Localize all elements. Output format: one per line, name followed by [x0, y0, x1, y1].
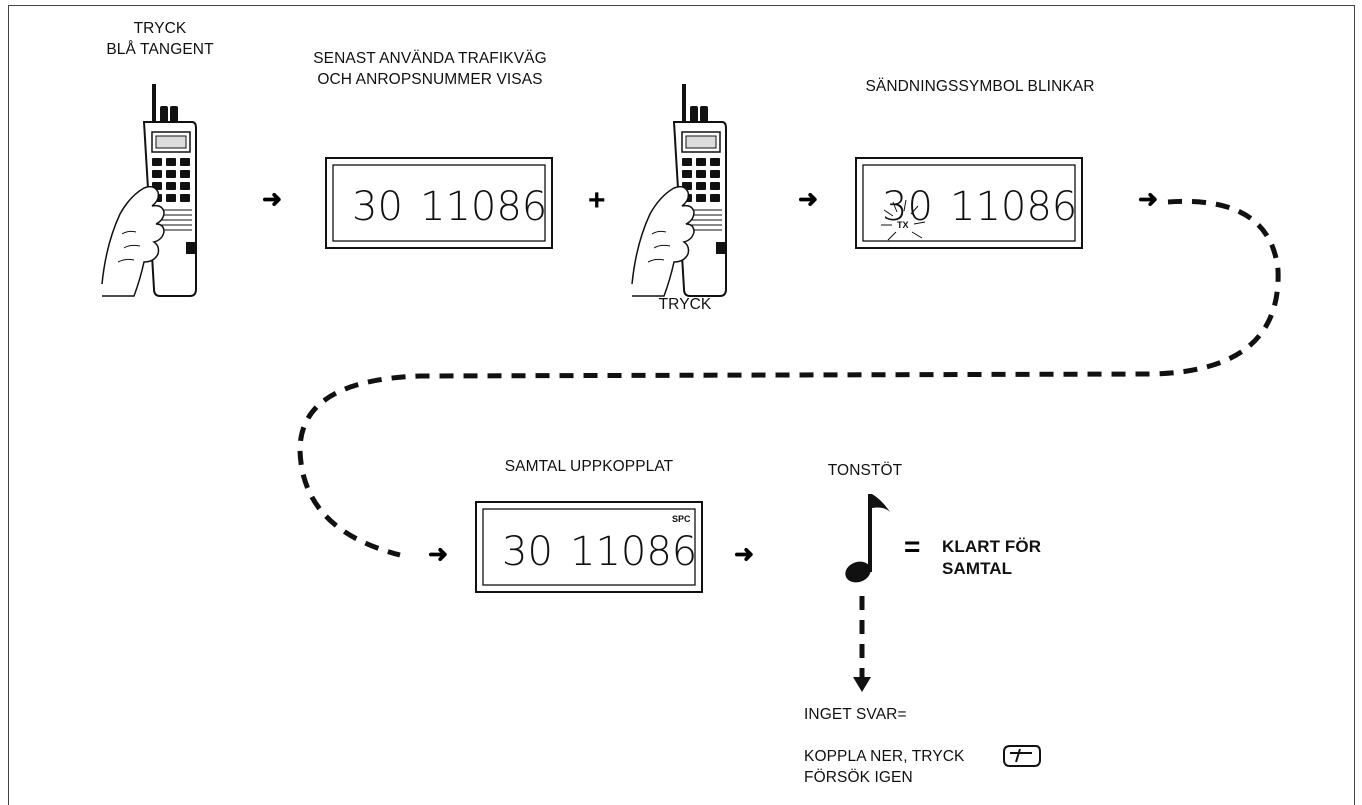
- dashed-connector: [297, 198, 1281, 558]
- label-disconnect: KOPPLA NER, TRYCK FÖRSÖK IGEN: [804, 748, 965, 786]
- arrow-5: ➜: [734, 541, 754, 568]
- arrow-4: ➜: [428, 541, 448, 568]
- handheld-radio-icon-2: [631, 83, 727, 297]
- down-arrow: [853, 677, 871, 692]
- diagram-frame: [8, 5, 1355, 805]
- display-channel-3: 30: [502, 529, 553, 575]
- label-no-answer: INGET SVAR=: [804, 706, 907, 723]
- display-number-1: 11086: [420, 184, 547, 230]
- label-call-connected: SAMTAL UPPKOPPLAT: [504, 458, 674, 475]
- music-note-icon: [845, 494, 890, 583]
- label-tone: TONSTÖT: [827, 462, 903, 479]
- display-number-2: 11086: [950, 184, 1077, 230]
- plus-sign: +: [588, 184, 606, 217]
- label-last-route: SENAST ANVÄNDA TRAFIKVÄG OCH ANROPSNUMME…: [313, 50, 547, 88]
- arrow-3: ➜: [1138, 186, 1158, 213]
- end-key-icon[interactable]: [1003, 745, 1041, 767]
- label-press-blue: TRYCK BLÅ TANGENT: [106, 20, 214, 58]
- arrow-2: ➜: [798, 186, 818, 213]
- spc-indicator: SPC: [672, 514, 691, 524]
- tx-flash-icon: [881, 199, 926, 241]
- tx-indicator: TX: [897, 220, 909, 230]
- display-channel-1: 30: [352, 184, 403, 230]
- label-ready: KLART FÖR SAMTAL: [942, 537, 1042, 578]
- handheld-radio-icon: [101, 83, 197, 297]
- display-number-3: 11086: [570, 529, 697, 575]
- arrow-1: ➜: [262, 186, 282, 213]
- label-press: TRYCK: [658, 296, 712, 313]
- equals-sign: =: [904, 531, 920, 562]
- label-tx-blinks: SÄNDNINGSSYMBOL BLINKAR: [865, 78, 1095, 95]
